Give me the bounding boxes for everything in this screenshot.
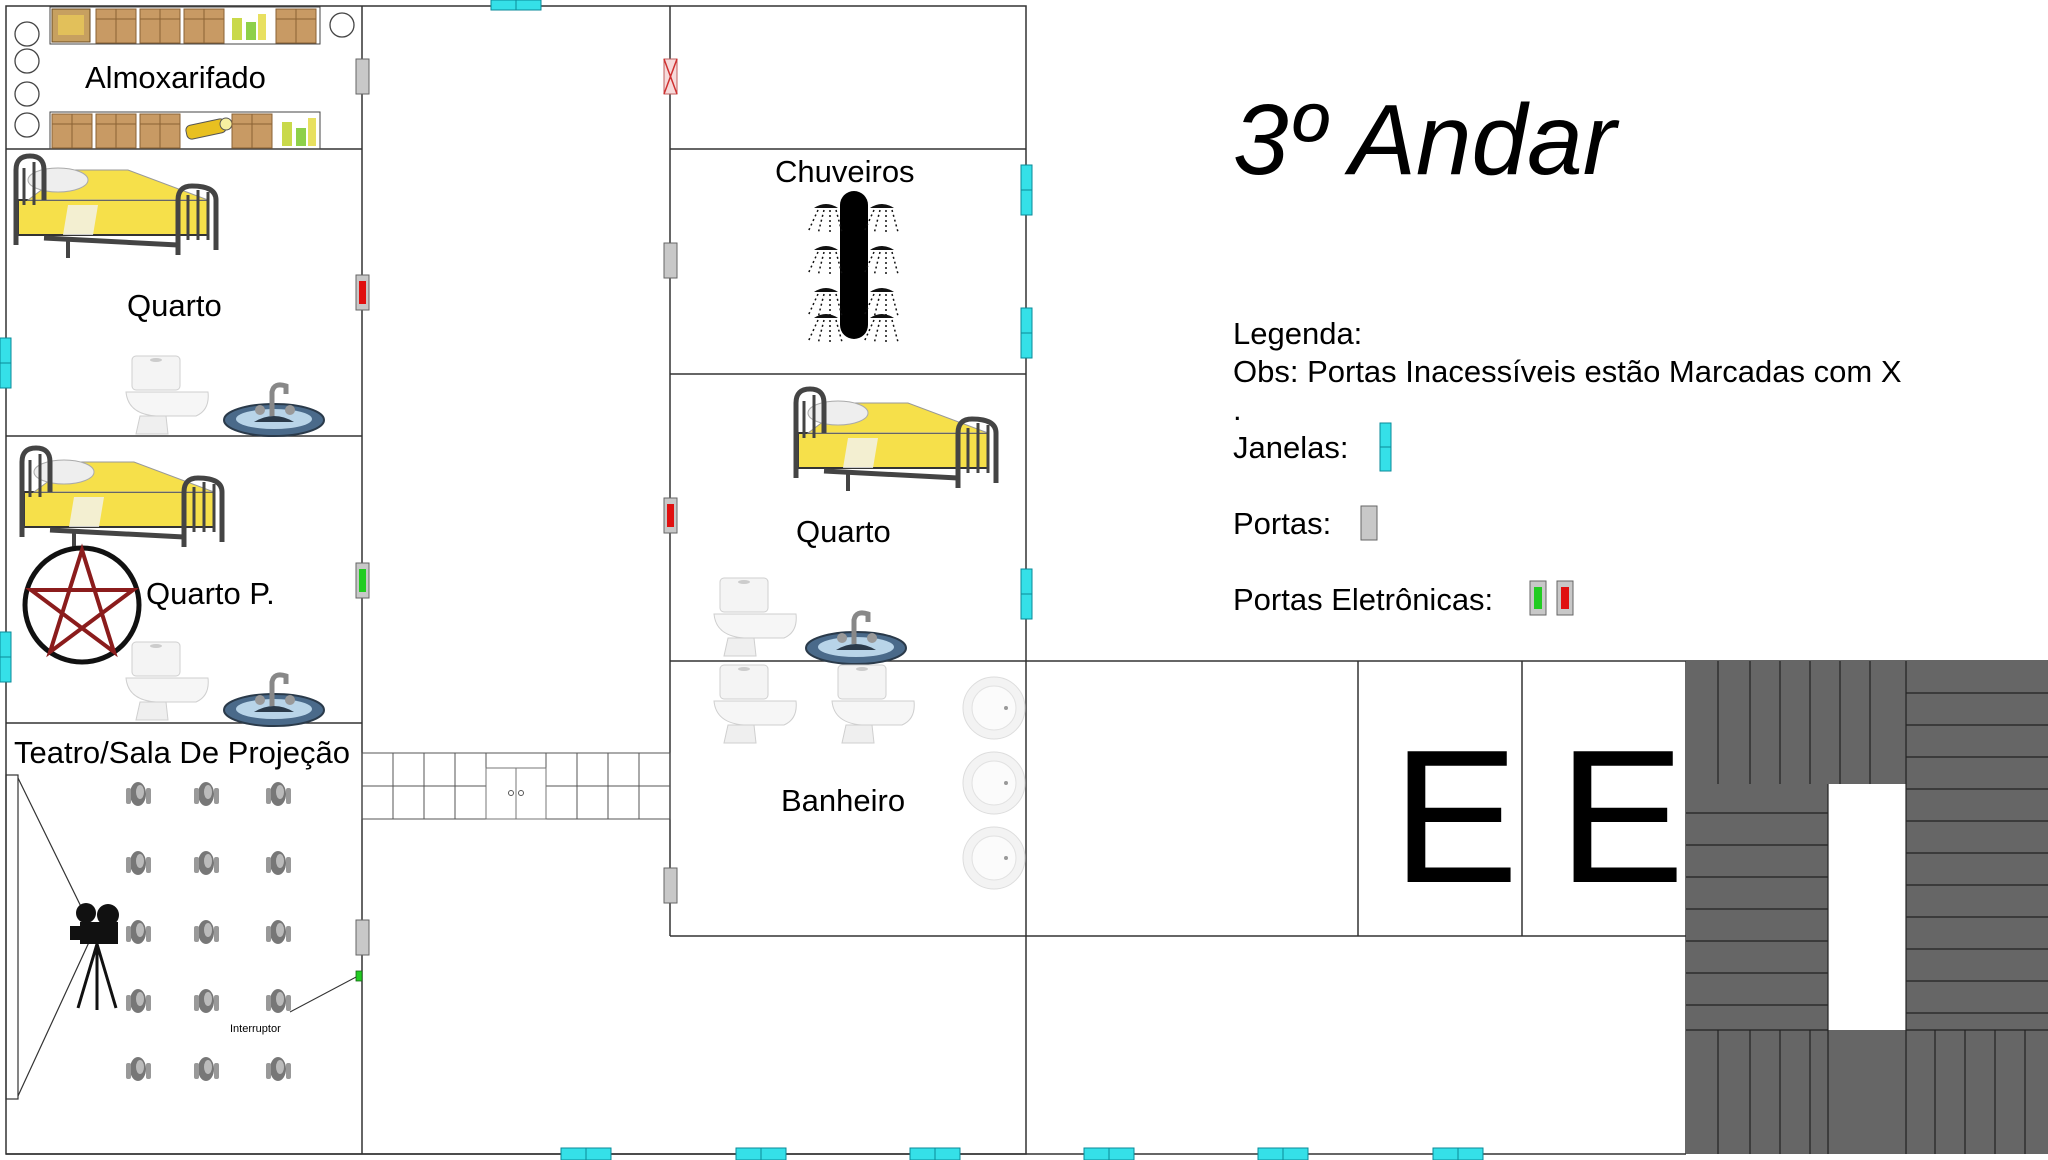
electronic-doors — [355, 274, 678, 599]
theater-seat-icon — [194, 851, 219, 875]
theater-seats — [126, 782, 291, 1081]
projection-screen — [5, 774, 91, 1100]
toilet-icon — [713, 577, 797, 657]
corridor-grid — [361, 752, 671, 820]
flashlight-icon — [185, 117, 233, 140]
urinal-icon — [962, 676, 1026, 740]
theater-seat-icon — [194, 989, 219, 1013]
room-label-storage: Almoxarifado — [85, 60, 266, 95]
theater-seat-icon — [266, 782, 291, 806]
theater-seat-icon — [126, 920, 151, 944]
door-inaccessible — [663, 58, 678, 95]
bed-icon — [796, 389, 996, 491]
legend-dot: . — [1233, 392, 1242, 427]
sink-icon — [806, 613, 906, 664]
toilet-icon — [831, 664, 915, 744]
urinal-icon — [962, 826, 1026, 890]
toilet-icon — [125, 355, 209, 435]
legend-electronic-door-swatch — [1529, 580, 1574, 616]
bed-icon — [16, 156, 216, 258]
theater-seat-icon — [194, 1057, 219, 1081]
legend-window-swatch — [1379, 422, 1392, 472]
storage-circles — [14, 12, 355, 138]
theater-seat-icon — [194, 782, 219, 806]
shelf-top — [49, 6, 321, 45]
theater-seat-icon — [126, 989, 151, 1013]
legend-electronic-doors-label: Portas Eletrônicas: — [1233, 582, 1494, 617]
switch-label: Interruptor — [230, 1023, 281, 1035]
legend-doors-label: Portas: — [1233, 506, 1332, 541]
theater-seat-icon — [266, 989, 291, 1013]
toilet-icon — [125, 641, 209, 721]
shower-icon — [807, 191, 899, 345]
theater-seat-icon — [126, 851, 151, 875]
room-label-bedroom-1: Quarto — [127, 288, 222, 323]
legend-windows-label: Janelas: — [1233, 430, 1349, 465]
bottle-icon — [282, 118, 316, 146]
door-handle-icon — [518, 790, 524, 796]
door-handle-icon — [508, 790, 514, 796]
bed-icon — [22, 448, 222, 550]
room-label-theater: Teatro/Sala De Projeção — [14, 735, 351, 770]
legend-door-swatch — [1360, 505, 1378, 541]
door — [355, 919, 370, 956]
toilet-icon — [713, 664, 797, 744]
elevator-label: E — [1392, 711, 1519, 923]
room-label-showers: Chuveiros — [775, 154, 915, 189]
light-switch — [289, 970, 363, 1013]
door — [355, 58, 370, 95]
legend-note: Obs: Portas Inacessíveis estão Marcadas … — [1233, 354, 1902, 389]
pentagram-icon — [22, 543, 142, 665]
theater-seat-icon — [266, 920, 291, 944]
legend-heading: Legenda: — [1233, 316, 1363, 351]
doors — [355, 58, 678, 956]
theater-seat-icon — [194, 920, 219, 944]
theater-seat-icon — [266, 1057, 291, 1081]
room-label-bedroom-2: Quarto — [796, 514, 891, 549]
door — [663, 242, 678, 279]
theater-seat-icon — [126, 782, 151, 806]
room-label-bedroom-p: Quarto P. — [146, 576, 275, 611]
room-label-bathroom: Banheiro — [781, 783, 906, 818]
sink-icon — [224, 385, 324, 436]
theater-seat-icon — [266, 851, 291, 875]
sink-icon — [224, 675, 324, 726]
bottle-icon — [232, 14, 266, 40]
elevator-label: E — [1558, 711, 1685, 923]
door — [663, 867, 678, 904]
stairs-icon — [1686, 661, 2048, 1154]
projector-camera-icon — [70, 903, 119, 1010]
shelf-bottom — [49, 111, 321, 150]
windows — [0, 0, 1484, 1160]
urinal-icon — [962, 751, 1026, 815]
theater-seat-icon — [126, 1057, 151, 1081]
floor-title: 3º Andar — [1233, 84, 1617, 196]
